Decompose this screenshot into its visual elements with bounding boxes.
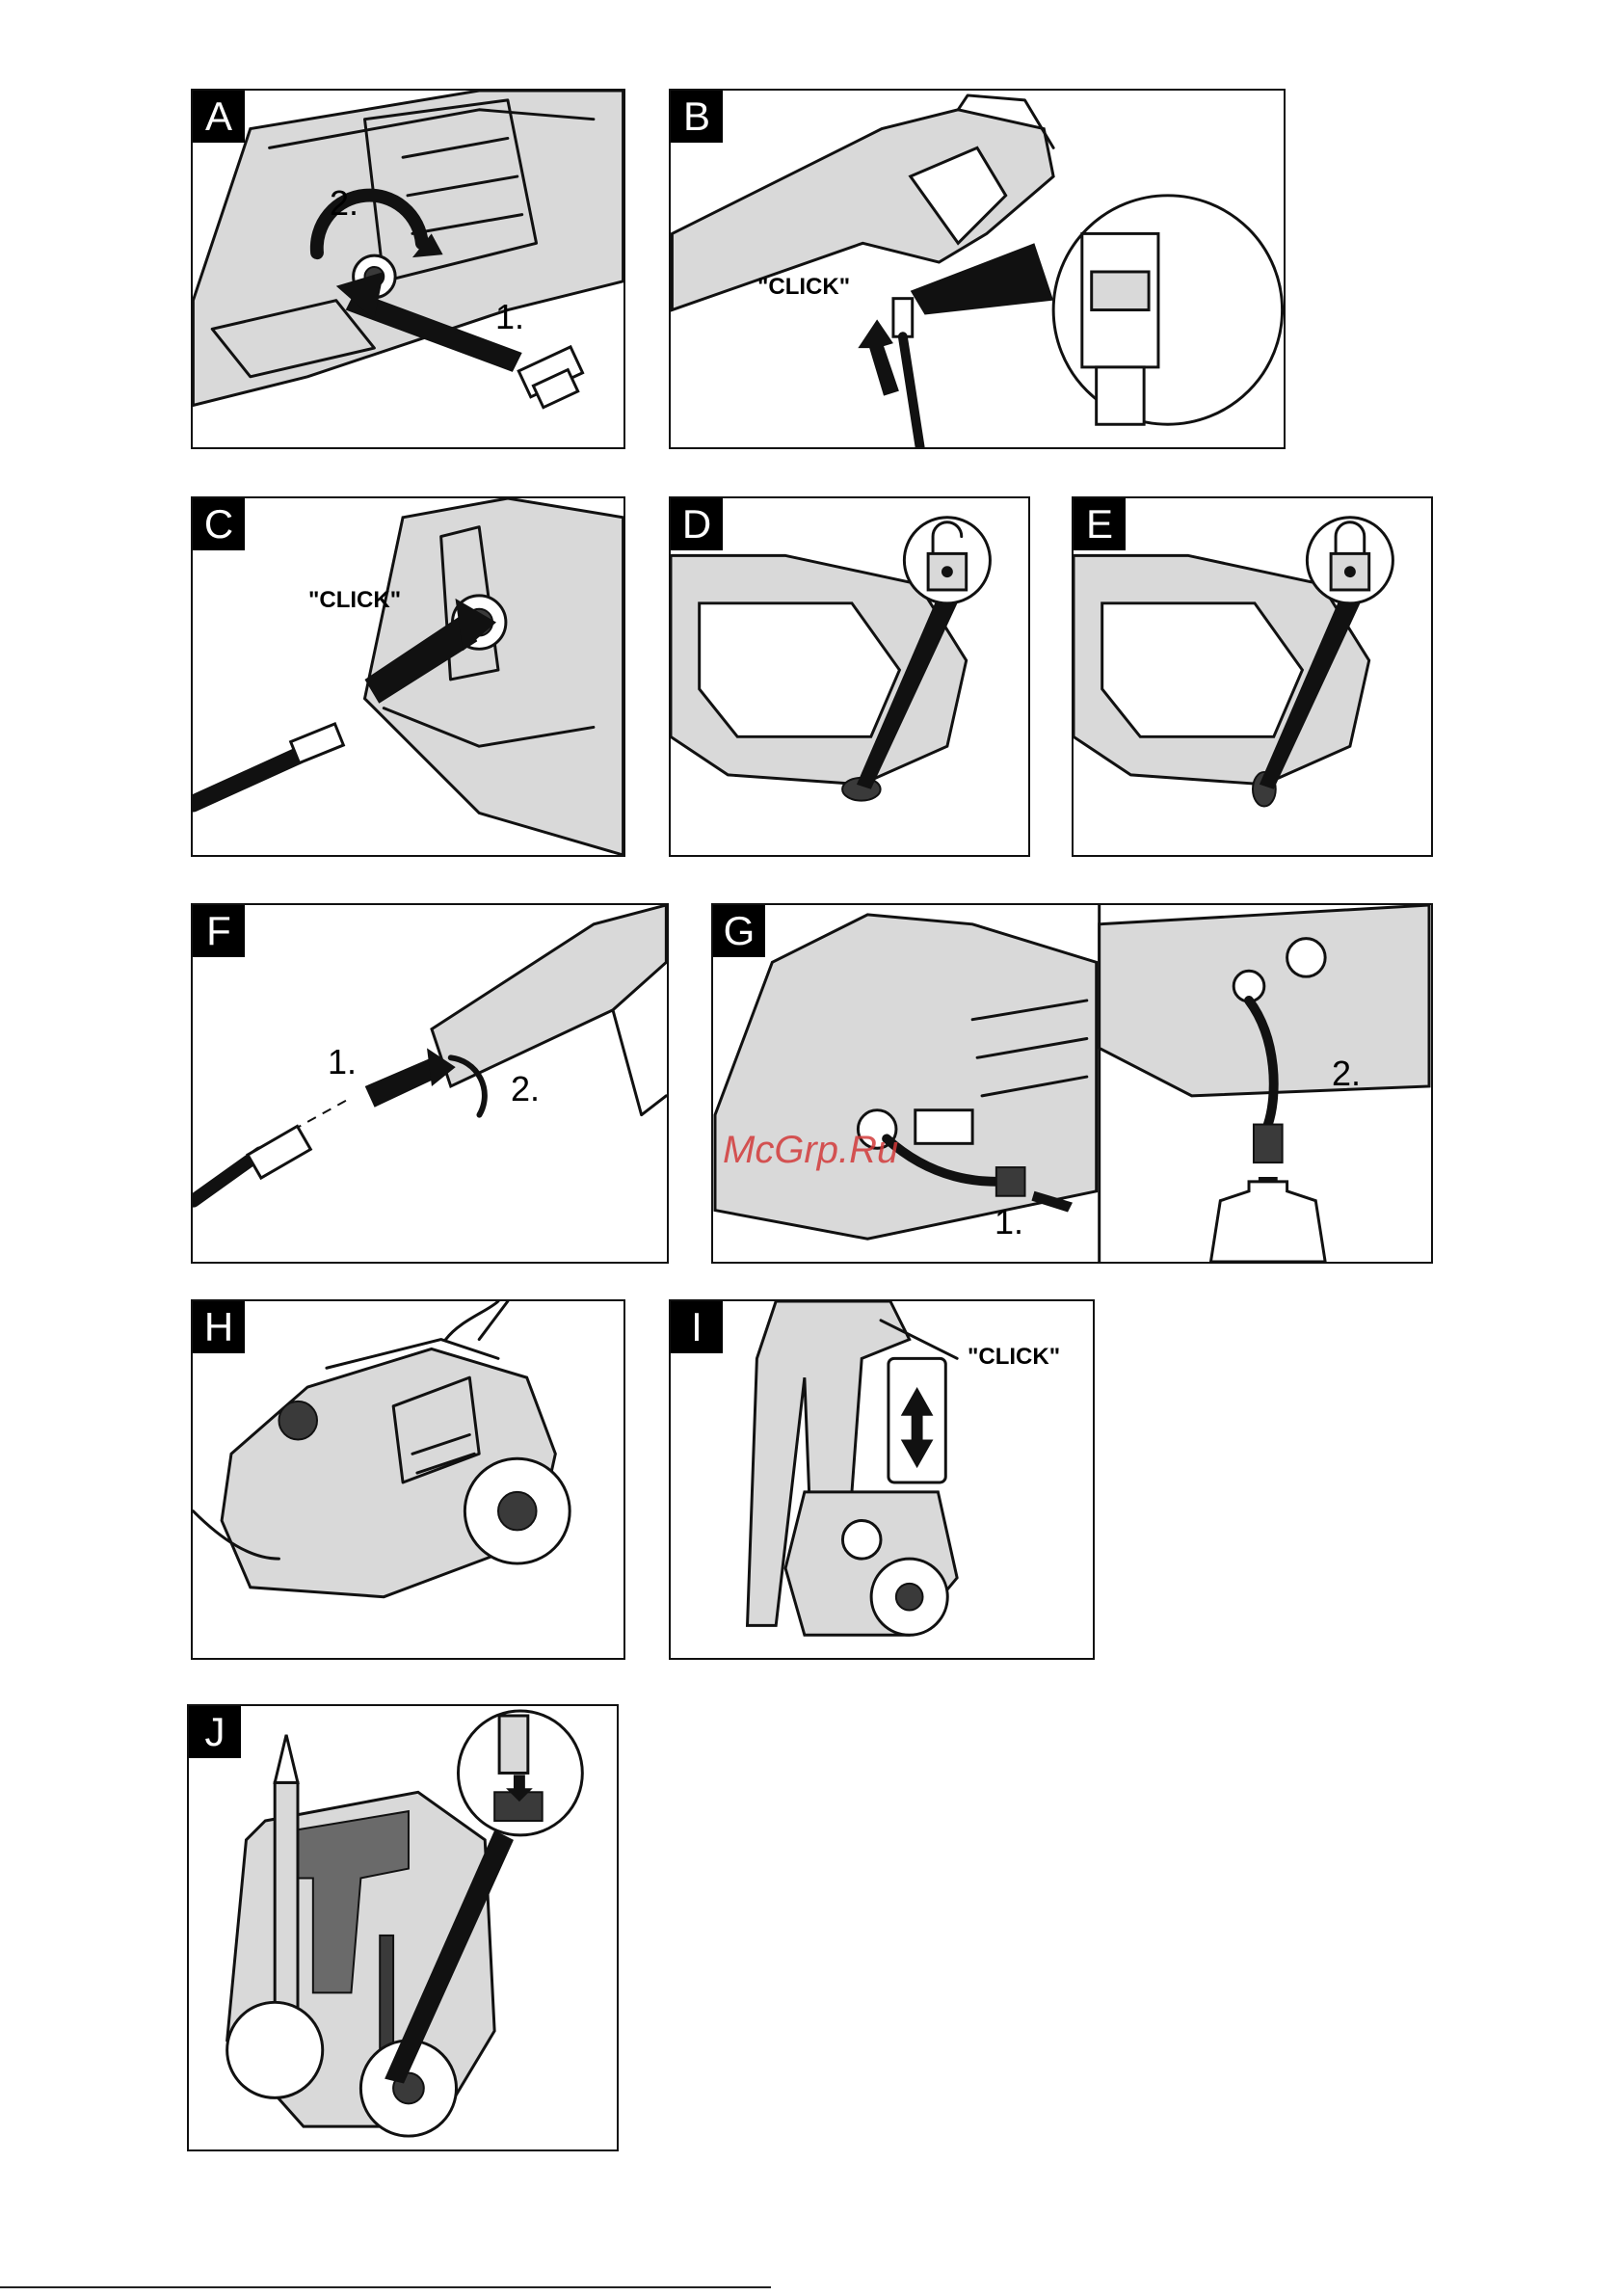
- panel-letter: D: [671, 498, 723, 550]
- panel-letter: E: [1074, 498, 1126, 550]
- panel-letter: A: [193, 91, 245, 143]
- step-2-label: 2.: [330, 183, 358, 224]
- hose-connection-illustration: [193, 91, 623, 447]
- step-1-label: 1.: [495, 297, 524, 337]
- footer-divider: [0, 2286, 771, 2288]
- panel-g: G 2. 1. McGrp.Ru: [711, 903, 1433, 1264]
- panel-letter: B: [671, 91, 723, 143]
- accessory-storage-illustration: [189, 1706, 617, 2149]
- gun-locked-illustration: [1074, 498, 1431, 855]
- panel-f: F 1. 2.: [191, 903, 669, 1264]
- step-2-label: 2.: [511, 1069, 540, 1109]
- hose-to-machine-illustration: [193, 498, 623, 855]
- panel-letter: I: [671, 1301, 723, 1353]
- detergent-hose-illustration: [713, 905, 1431, 1262]
- gun-unlocked-illustration: [671, 498, 1028, 855]
- lance-attachment-illustration: [193, 905, 667, 1262]
- click-label: "CLICK": [968, 1344, 1060, 1371]
- panel-e: E: [1072, 496, 1433, 857]
- panel-letter: G: [713, 905, 765, 957]
- panel-letter: C: [193, 498, 245, 550]
- gun-hose-connection-illustration: [671, 91, 1284, 447]
- carrying-machine-illustration: [193, 1301, 623, 1658]
- panel-a: A 2. 1.: [191, 89, 625, 449]
- click-label: "CLICK": [308, 587, 401, 614]
- step-1-label: 1.: [328, 1042, 357, 1082]
- panel-i: I "CLICK": [669, 1299, 1095, 1660]
- panel-b: B "CLICK": [669, 89, 1286, 449]
- panel-letter: J: [189, 1706, 241, 1758]
- watermark-text: McGrp.Ru: [723, 1129, 898, 1172]
- panel-j: J: [187, 1704, 619, 2151]
- step-2-label: 2.: [1332, 1054, 1361, 1094]
- panel-d: D: [669, 496, 1030, 857]
- step-1-label: 1.: [995, 1202, 1023, 1242]
- panel-c: C "CLICK": [191, 496, 625, 857]
- click-label: "CLICK": [757, 274, 850, 301]
- panel-h: H: [191, 1299, 625, 1660]
- panel-letter: F: [193, 905, 245, 957]
- panel-letter: H: [193, 1301, 245, 1353]
